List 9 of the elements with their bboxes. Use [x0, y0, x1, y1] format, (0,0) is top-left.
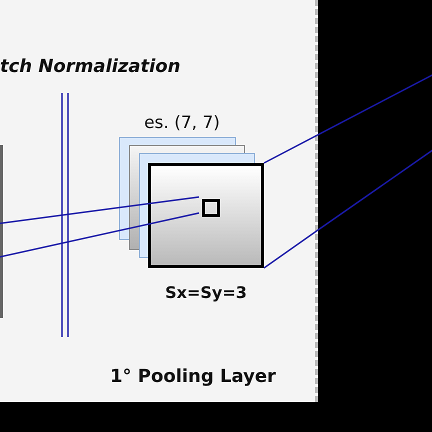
stride-label: Sx=Sy=3 — [165, 283, 247, 302]
section-heading: tch Normalization — [0, 56, 180, 77]
projection-line — [0, 196, 200, 225]
layer-title: 1° Pooling Layer — [110, 366, 276, 387]
projection-line — [0, 212, 200, 259]
layer-panel — [0, 0, 318, 402]
pooling-window — [202, 199, 220, 217]
feature-map — [148, 163, 264, 268]
size-label: es. (7, 7) — [144, 113, 220, 133]
